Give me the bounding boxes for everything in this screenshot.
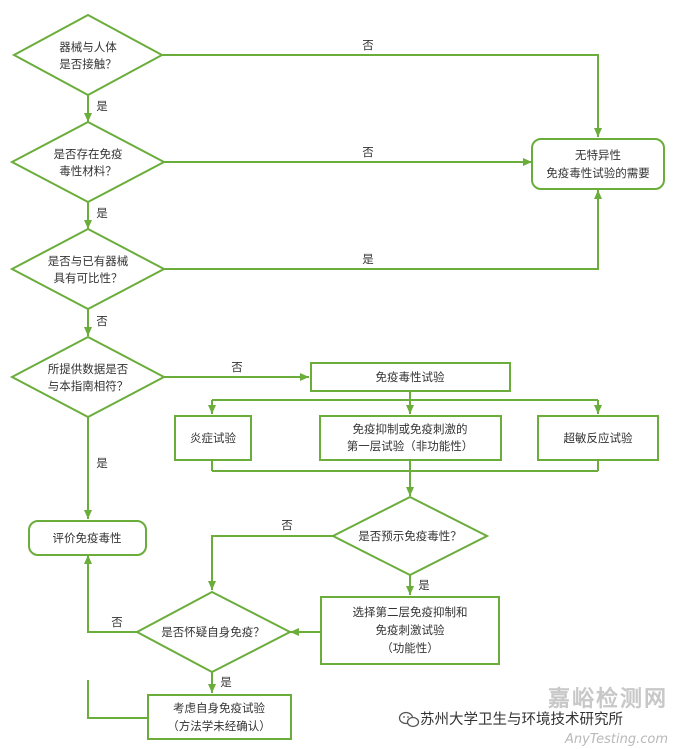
label-hypersensitivity-test: 超敏反应试验 bbox=[564, 431, 633, 445]
label-d1-line1: 器械与人体 bbox=[59, 40, 117, 54]
label-second-tier-line1: 选择第二层免疫抑制和 bbox=[353, 605, 468, 619]
decision-data-compliance bbox=[9, 335, 167, 419]
wechat-icon bbox=[398, 711, 420, 728]
label-second-tier-line2: 免疫刺激试验 bbox=[376, 623, 445, 637]
box-immunotoxicity-test bbox=[310, 362, 511, 392]
decision-comparable-device bbox=[9, 227, 167, 311]
edge-d6-no bbox=[84, 555, 137, 633]
box-hypersensitivity-test bbox=[537, 415, 659, 461]
label-inflammation-test: 炎症试验 bbox=[190, 431, 236, 445]
edge-label-d2-yes: 是 bbox=[96, 206, 108, 220]
label-no-test-line1: 无特异性 bbox=[575, 148, 621, 162]
label-autoimmune-line1: 考虑自身免疫试验 bbox=[173, 701, 265, 715]
label-autoimmune-line2: （方法学未经确认） bbox=[167, 719, 271, 733]
box-second-tier-test bbox=[320, 596, 500, 665]
edge-label-d4-no: 否 bbox=[231, 360, 243, 374]
edge-label-d5-yes: 是 bbox=[418, 578, 430, 592]
decision-indicates-immunotoxicity bbox=[330, 495, 490, 577]
edge-label-d4-yes: 是 bbox=[96, 456, 108, 470]
box-inflammation-test bbox=[174, 415, 252, 461]
label-d3-line2: 具有可比性？ bbox=[54, 271, 123, 285]
edge-label-d3-no: 否 bbox=[96, 314, 108, 328]
edge-autoimmune-to-evaluate bbox=[87, 680, 148, 719]
edge-d1-no bbox=[162, 54, 602, 137]
label-no-test-line2: 免疫毒性试验的需要 bbox=[546, 166, 650, 180]
box-evaluate-immunotoxicity bbox=[28, 520, 147, 556]
edge-label-d1-no: 否 bbox=[362, 38, 374, 52]
decision-body-contact bbox=[11, 13, 165, 97]
label-evaluate: 评价免疫毒性 bbox=[53, 531, 122, 545]
box-autoimmune-test bbox=[147, 694, 292, 740]
box-no-test-needed bbox=[531, 138, 665, 190]
edge-d3-yes bbox=[164, 190, 602, 270]
label-d3-line1: 是否与已有器械 bbox=[48, 254, 129, 268]
edge-label-d6-yes: 是 bbox=[220, 675, 232, 689]
label-d2-line1: 是否存在免疫 bbox=[54, 147, 123, 161]
label-d4-line2: 与本指南相符？ bbox=[48, 379, 129, 393]
label-immunotoxicity-test: 免疫毒性试验 bbox=[376, 370, 445, 384]
label-first-tier-line1: 免疫抑制或免疫刺激的 bbox=[353, 422, 468, 436]
label-d2-line2: 毒性材料？ bbox=[59, 164, 117, 178]
label-d1-line2: 是否接触？ bbox=[59, 57, 117, 71]
decision-suspect-autoimmunity bbox=[134, 590, 293, 674]
box-first-tier-test bbox=[319, 415, 502, 461]
edge-d5-no bbox=[208, 535, 333, 590]
label-d4-line1: 所提供数据是否 bbox=[48, 362, 129, 376]
label-second-tier-line3: （功能性） bbox=[381, 641, 439, 655]
edge-label-d3-yes: 是 bbox=[362, 252, 374, 266]
edge-label-d6-no: 否 bbox=[111, 615, 123, 629]
label-d5: 是否预示免疫毒性？ bbox=[358, 529, 462, 543]
edge-label-d2-no: 否 bbox=[362, 145, 374, 159]
edge-label-d5-no: 否 bbox=[281, 518, 293, 532]
label-first-tier-line2: 第一层试验（非功能性） bbox=[347, 439, 474, 453]
edge-label-d1-yes: 是 bbox=[96, 99, 108, 113]
watermark-brand: 嘉峪检测网 bbox=[548, 686, 668, 712]
watermark-url: AnyTesting.com bbox=[564, 732, 668, 747]
decision-immunotoxic-material bbox=[9, 120, 167, 204]
watermark-source: 苏州大学卫生与环境技术研究所 bbox=[420, 710, 623, 728]
label-d6: 是否怀疑自身免疫？ bbox=[161, 625, 265, 639]
